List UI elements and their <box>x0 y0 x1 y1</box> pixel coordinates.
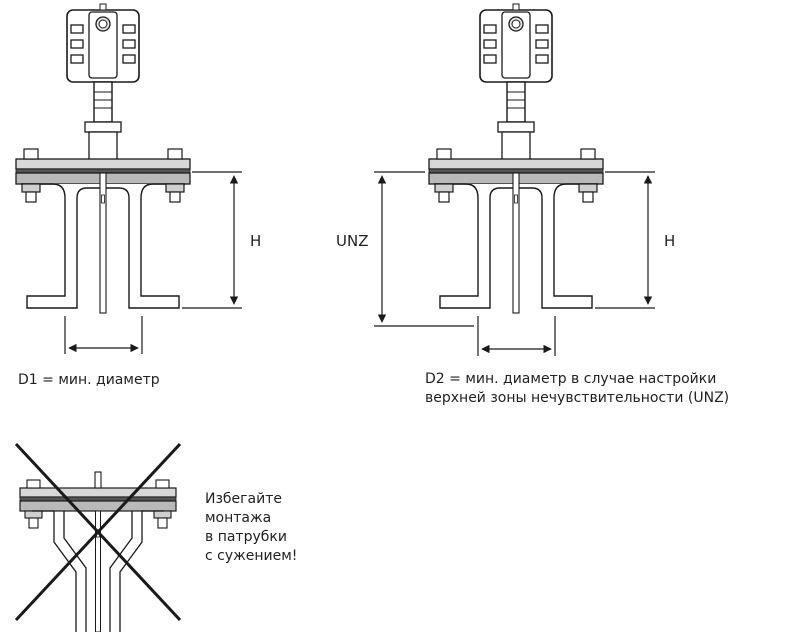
probe-rod-2 <box>512 172 520 314</box>
warning-line-3: в патрубки <box>205 529 287 545</box>
h-label-1: H <box>250 232 261 250</box>
cross-mark-line-2 <box>14 442 182 622</box>
h-label-2: H <box>664 232 675 250</box>
d2-caption-line-2: верхней зоны нечувствительности (UNZ) <box>425 390 729 406</box>
unz-label: UNZ <box>336 232 368 250</box>
figure-2: UNZ H D2 = мин. диаметр в случае настрой… <box>336 3 729 406</box>
transmitter-head-1 <box>66 3 140 172</box>
d2-caption-line-1: D2 = мин. диаметр в случае настройки <box>425 371 716 387</box>
warning-line-4: с сужением! <box>205 548 297 564</box>
transmitter-head-2 <box>479 3 553 172</box>
d1-caption: D1 = мин. диаметр <box>18 372 160 388</box>
probe-rod-1 <box>99 172 107 314</box>
figure-1: H D1 = мин. диаметр <box>15 3 261 388</box>
figure-3: Избегайте монтажа в патрубки с сужением! <box>14 442 297 632</box>
warning-line-2: монтажа <box>205 510 271 526</box>
constricted-nozzle-drawing <box>19 471 177 632</box>
warning-line-1: Избегайте <box>205 491 282 507</box>
